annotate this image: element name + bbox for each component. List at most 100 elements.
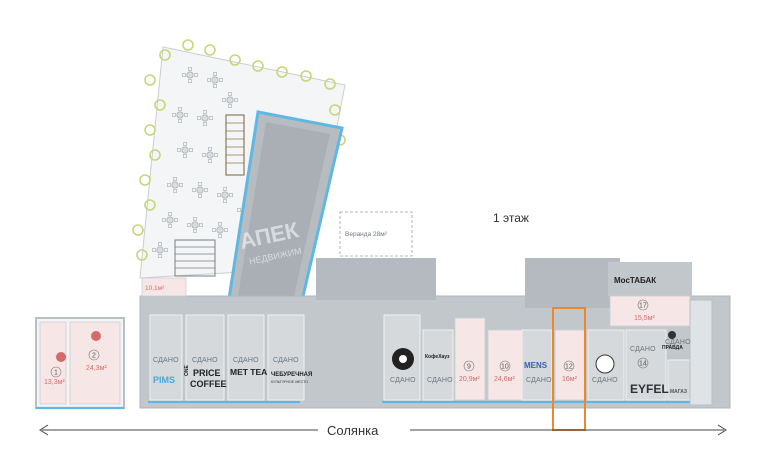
chair-icon	[214, 153, 218, 157]
chair-icon	[213, 84, 217, 88]
chair-icon	[204, 188, 208, 192]
unit-area: 13,3м²	[44, 379, 65, 386]
tree-icon	[276, 66, 288, 78]
tree-icon	[154, 99, 166, 111]
chair-icon	[202, 153, 206, 157]
tower-block	[226, 110, 344, 320]
chair-icon	[223, 199, 227, 203]
table-icon	[226, 96, 234, 104]
status-rented: СДАНО	[427, 377, 453, 384]
arrow-right-icon	[717, 424, 727, 436]
chair-icon	[167, 183, 171, 187]
unit-labels: 1 13,3м² 2 24,3м² 9 20,9м² 10 24,6м² 12 …	[44, 299, 655, 386]
chair-icon	[178, 107, 182, 111]
chair-icon	[182, 73, 186, 77]
table-icon	[156, 246, 164, 254]
chair-icon	[152, 248, 156, 252]
table-icon	[191, 221, 199, 229]
chair-icon	[194, 73, 198, 77]
unit-number: 2	[92, 353, 96, 360]
table-icon	[201, 114, 209, 122]
main-row: 10,1м²	[36, 258, 731, 431]
chair-icon	[199, 223, 203, 227]
key-icon-unit2	[91, 331, 101, 341]
chair-icon	[178, 119, 182, 123]
chair-icon	[224, 228, 228, 232]
tenant-magazin: МАГАЗ	[670, 389, 687, 395]
unit-number: 9	[467, 364, 471, 371]
veranda-label: Веранда 28м²	[345, 231, 388, 238]
status-rented: СДАНО	[665, 339, 691, 346]
unit-number: 17	[639, 303, 647, 310]
terrace-stair	[225, 114, 245, 176]
chair-icon	[183, 154, 187, 158]
tree-icon	[136, 249, 148, 261]
chair-icon	[174, 218, 178, 222]
table-icon	[186, 71, 194, 79]
chair-icon	[217, 193, 221, 197]
chair-icon	[187, 223, 191, 227]
key-icon-unit1	[56, 352, 66, 362]
status-rented: СДАНО	[630, 346, 656, 353]
tree-icon	[144, 74, 156, 86]
chair-icon	[229, 193, 233, 197]
tree-icon	[204, 44, 216, 56]
terrace-area: 10,1м²	[145, 285, 165, 292]
unit-area: 16м²	[562, 376, 578, 383]
street-arrow: Солянка	[39, 421, 727, 439]
table-icon	[196, 186, 204, 194]
floor-title: 1 этаж	[493, 211, 529, 225]
chair-icon	[183, 142, 187, 146]
chair-icon	[203, 110, 207, 114]
chair-icon	[208, 147, 212, 151]
status-rented: СДАНО	[592, 377, 618, 384]
tenant-mens: MENS	[524, 361, 548, 370]
table-icon	[171, 181, 179, 189]
chair-icon	[208, 159, 212, 163]
tree-icon	[139, 174, 151, 186]
chair-icon	[209, 116, 213, 120]
table-icon	[206, 151, 214, 159]
chair-icon	[158, 242, 162, 246]
arrow-left-icon	[39, 424, 49, 436]
tenant-kofe-house: КофеХауз	[425, 353, 450, 360]
chair-icon	[164, 248, 168, 252]
chair-icon	[189, 148, 193, 152]
status-rented: СДАНО	[526, 377, 552, 384]
chair-icon	[228, 104, 232, 108]
unit-area: 24,3м²	[86, 365, 107, 372]
chair-icon	[162, 218, 166, 222]
lower-stair	[174, 239, 216, 277]
chair-icon	[234, 98, 238, 102]
tenant-logo-inner	[399, 355, 407, 363]
tenant-eyfel: EYFEL	[630, 382, 669, 396]
chair-icon	[188, 67, 192, 71]
chair-icon	[219, 78, 223, 82]
tree-icons	[132, 39, 346, 306]
tenant-pims: PIMS	[153, 375, 175, 385]
unit-number: 1	[54, 370, 58, 377]
table-icon	[181, 146, 189, 154]
tenant-cheburechnaya-sub: КУЛЬТУРНОЕ МЕСТО	[271, 380, 308, 384]
chair-icon	[168, 212, 172, 216]
status-rented: СДАНО	[192, 357, 218, 364]
tree-icon	[229, 54, 241, 66]
table-icon	[216, 226, 224, 234]
tenant-coffee: COFFEE	[190, 379, 227, 389]
unit-area: 20,9м²	[459, 376, 480, 383]
chair-icon	[172, 113, 176, 117]
chair-icon	[213, 72, 217, 76]
unit-area: 15,5м²	[634, 315, 655, 322]
chair-icon	[193, 217, 197, 221]
chair-icon	[203, 122, 207, 126]
chair-icon	[212, 228, 216, 232]
chair-icon	[228, 92, 232, 96]
veranda: Веранда 28м²	[339, 211, 413, 257]
status-rented: СДАНО	[153, 357, 179, 364]
chair-icon	[158, 254, 162, 258]
tenant-logo-badge	[595, 354, 615, 374]
tree-icon	[252, 60, 264, 72]
status-rented: СДАНО	[390, 377, 416, 384]
chair-icon	[193, 229, 197, 233]
status-rented: СДАНО	[233, 357, 259, 364]
